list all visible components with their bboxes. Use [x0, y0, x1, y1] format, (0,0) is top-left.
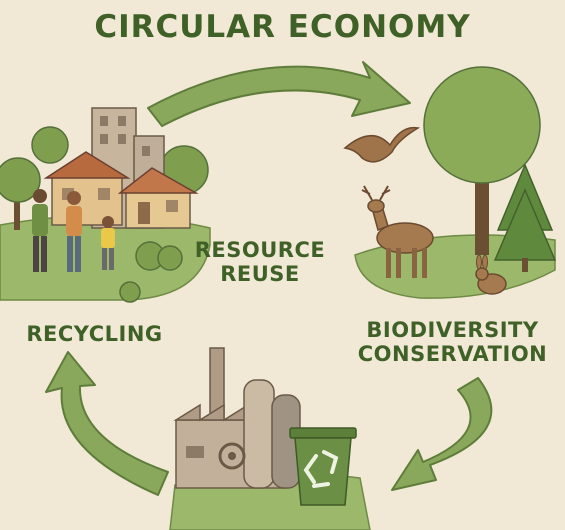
nature-illustration: [343, 66, 557, 299]
diagram-title: CIRCULAR ECONOMY: [94, 9, 471, 45]
rabbit-icon: [475, 254, 507, 295]
resource-reuse-line-1: RESOURCE: [194, 238, 326, 262]
biodiversity-conservation-label: BIODIVERSITY CONSERVATION: [345, 318, 560, 366]
biodiversity-line-2: CONSERVATION: [357, 342, 548, 367]
bird-icon: [343, 126, 421, 163]
top-cycle-arrow: [147, 61, 411, 127]
family-people-icon: [32, 189, 115, 272]
factory-icon: [173, 347, 301, 489]
resource-reuse-line-2: REUSE: [220, 262, 300, 287]
bush-icon: [119, 241, 183, 303]
recycling-plant-illustration: [169, 347, 371, 530]
biodiversity-line-1: BIODIVERSITY: [366, 318, 539, 342]
resource-reuse-label: RESOURCE REUSE: [185, 238, 335, 286]
large-tree-icon: [423, 66, 541, 255]
right-cycle-arrow: [391, 377, 493, 491]
community-illustration: [0, 107, 211, 303]
deer-icon: [361, 185, 434, 278]
recycling-label: RECYCLING: [26, 322, 163, 346]
left-cycle-arrow: [45, 351, 169, 496]
recycle-bin-icon: [289, 427, 357, 506]
recycle-symbol-icon: [303, 450, 339, 488]
pine-tree-icon: [493, 163, 557, 272]
